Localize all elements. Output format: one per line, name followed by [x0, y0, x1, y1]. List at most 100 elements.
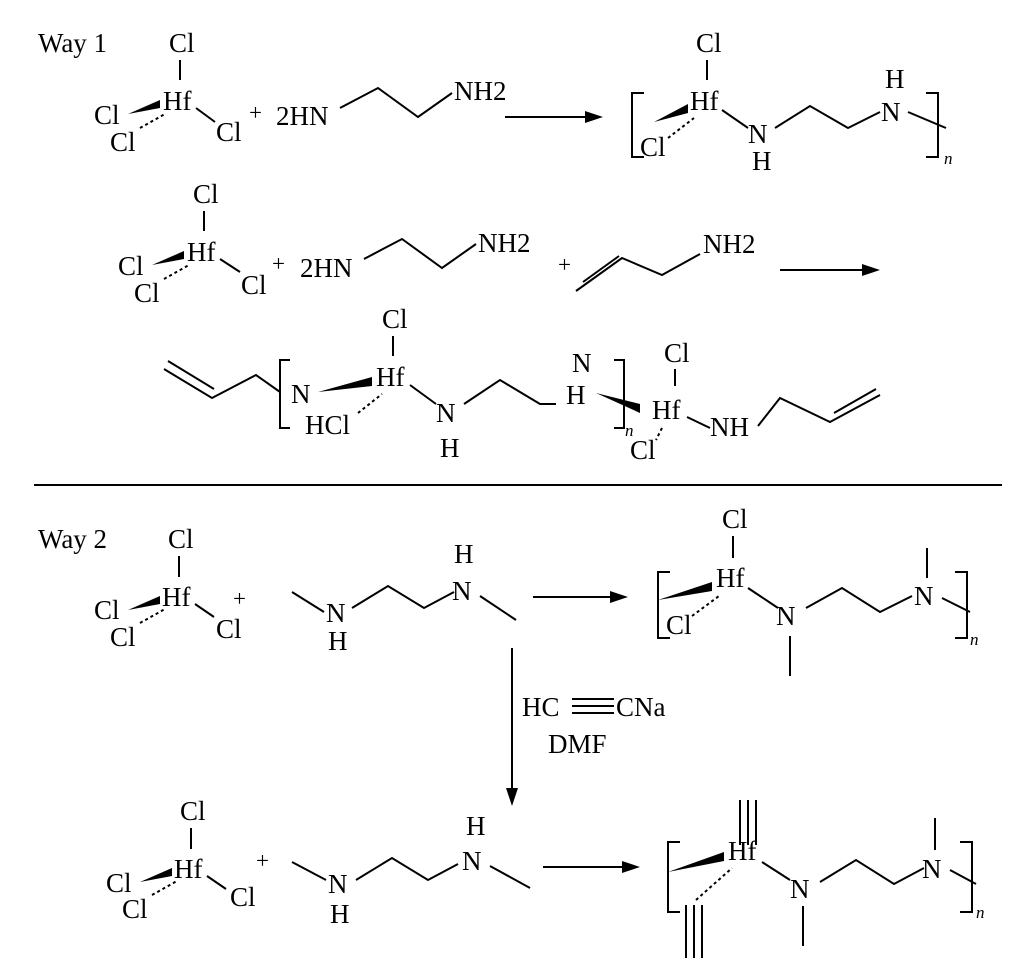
bond — [206, 875, 227, 890]
ethylene-chain — [339, 86, 453, 119]
h-right: H — [466, 811, 486, 841]
wedge-bond — [128, 596, 160, 610]
bond — [721, 109, 749, 129]
wedge-bond — [152, 251, 184, 265]
cl-dash: Cl — [666, 610, 692, 640]
way1-reaction2: Cl Hf Cl Cl Cl + 2HN NH2 + NH2 — [118, 179, 881, 465]
way2-reaction1: Cl Hf Cl Cl Cl + N H H N — [94, 504, 979, 676]
bond — [409, 384, 437, 405]
wedge-bond — [654, 104, 688, 122]
ethylene-chain — [351, 584, 455, 610]
hfcl4-reactant: Cl Hf Cl Cl Cl — [106, 796, 256, 924]
cl-dash: Cl — [640, 132, 666, 162]
way2-label: Way 2 — [38, 524, 107, 554]
arrow-head — [622, 861, 640, 873]
dashed-bond — [691, 595, 720, 617]
n-left: N — [790, 874, 810, 904]
h-left: H — [752, 146, 772, 176]
conditions-arrow: HC CNa DMF — [506, 648, 666, 806]
reaction-arrow — [505, 111, 603, 123]
allyl-chain — [575, 253, 701, 292]
cl-wedge: Cl — [106, 868, 132, 898]
reagent-left: HC — [522, 692, 560, 722]
n-top: N — [572, 348, 592, 378]
arrow-head — [862, 264, 880, 276]
bond — [761, 861, 791, 881]
hf-atom: Hf — [187, 237, 216, 267]
n-left: N — [326, 598, 346, 628]
cl-wedge: Cl — [118, 251, 144, 281]
amine-left: 2HN — [276, 101, 329, 131]
cl-wedge: Cl — [94, 100, 120, 130]
n-right: N — [462, 846, 482, 876]
bracket-right — [614, 359, 625, 429]
bracket-right — [955, 571, 968, 639]
wedge-bond — [596, 393, 640, 413]
h-right: H — [454, 539, 474, 569]
reaction-arrow — [543, 861, 640, 873]
alkynyl-polymer-product: Hf N N n — [667, 800, 985, 958]
cl-dash: Cl — [110, 622, 136, 652]
allyl-chain-left — [163, 368, 281, 400]
hf-atom: Hf — [174, 854, 203, 884]
cl-dash: Cl — [110, 127, 136, 157]
methyl-bond — [479, 595, 517, 621]
hfcl4-reactant: Cl Hf Cl Cl Cl — [118, 179, 267, 308]
cl-top: Cl — [382, 304, 408, 334]
dimethylethylenediamine-reactant: N H H N — [291, 811, 531, 929]
n1: N — [291, 379, 311, 409]
methyl-bond — [489, 865, 531, 889]
way2-section: Way 2 Cl Hf Cl Cl Cl + N H H N — [38, 504, 985, 958]
way2-reaction2: Cl Hf Cl Cl Cl + N H H N — [106, 796, 985, 958]
cl-dash2: Cl — [630, 435, 656, 465]
hf1: Hf — [376, 362, 405, 392]
amine: NH2 — [703, 229, 756, 259]
polymer-product: Cl Hf Cl N H H N n — [631, 28, 953, 176]
way1-reaction1: Cl Hf Cl Cl Cl + 2HN NH2 — [94, 28, 953, 176]
amine-right: NH2 — [454, 76, 507, 106]
double-bond — [582, 255, 620, 283]
hf-atom: Hf — [690, 86, 719, 116]
hf-atom: Hf — [162, 582, 191, 612]
allyl-chain-right — [757, 394, 881, 427]
arrow-head — [610, 591, 628, 603]
n-left: N — [328, 869, 348, 899]
bracket-left — [279, 359, 290, 429]
cl-right: Cl — [241, 270, 267, 300]
bracket-left — [631, 92, 644, 158]
repeat-n: n — [970, 630, 979, 649]
cl-top2: Cl — [664, 338, 690, 368]
ethylene-chain — [463, 378, 556, 405]
cl-wedge: Cl — [94, 595, 120, 625]
bond — [941, 597, 971, 613]
cl-dash: Cl — [122, 894, 148, 924]
double-bond — [833, 388, 877, 414]
bond — [194, 603, 215, 618]
n-right: N — [881, 97, 901, 127]
reagent-right: CNa — [616, 692, 666, 722]
bracket-left — [657, 571, 670, 639]
h-bracket: H — [566, 380, 586, 410]
cl-top: Cl — [696, 28, 722, 58]
h-right: H — [885, 64, 905, 94]
dashed-bond — [667, 117, 695, 139]
allyl-capped-polymer-product: N Cl Hf HCl N H N H n Cl Hf Cl — [163, 304, 881, 465]
ethylene-chain — [805, 586, 913, 614]
cl-right: Cl — [230, 882, 256, 912]
bracket-left — [667, 841, 680, 913]
bracket-right — [926, 92, 939, 158]
methyl-bond — [291, 861, 327, 881]
double-bond — [167, 360, 215, 390]
plus-sign: + — [272, 251, 285, 276]
allylamine-reactant: NH2 — [575, 229, 756, 292]
dashed-bond — [695, 867, 733, 901]
amine-right: NH2 — [478, 228, 531, 258]
n-right: N — [452, 576, 472, 606]
repeat-n: n — [976, 903, 985, 922]
arrow-head — [506, 788, 518, 806]
dashed-bond — [151, 880, 178, 896]
way1-section: Way 1 Cl Hf Cl Cl Cl + 2HN NH2 — [38, 28, 953, 465]
reaction-arrow — [780, 264, 880, 276]
bond — [219, 258, 241, 273]
